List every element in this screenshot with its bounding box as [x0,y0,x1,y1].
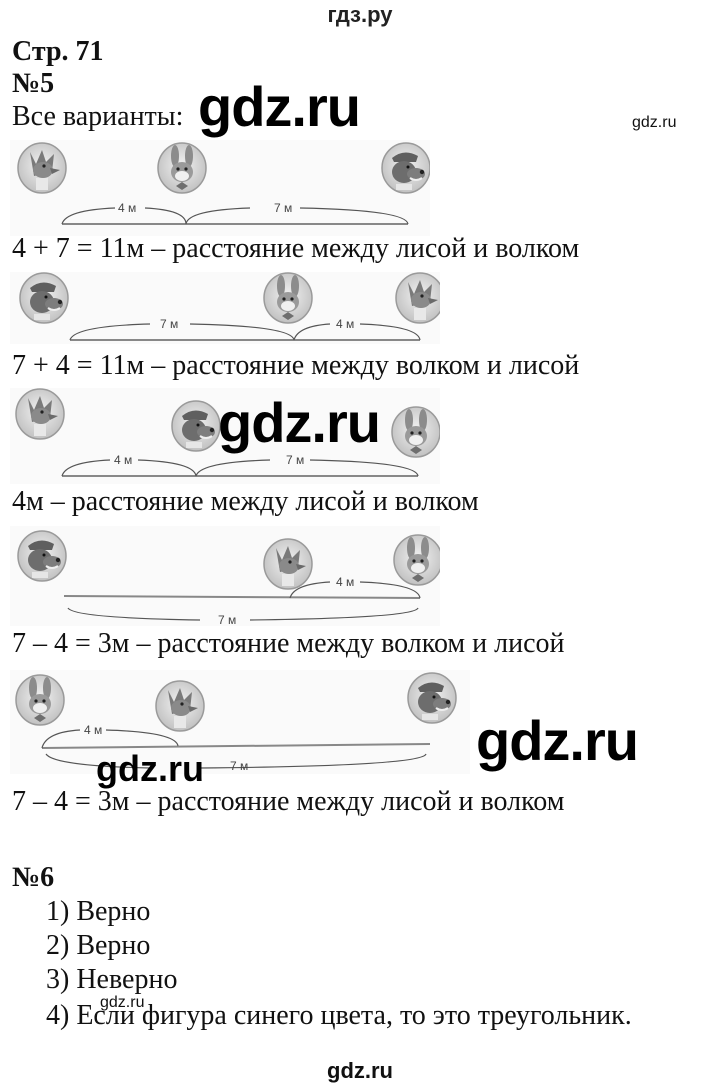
task-6-item-2: 2) Верно [46,930,151,961]
watermark: gdz.ru [96,748,204,789]
wolf-icon [17,530,67,582]
wolf-icon [407,672,457,724]
watermark: gdz.ru [476,709,639,772]
task-6-number: №6 [12,862,55,893]
fox-icon [17,142,67,194]
svg-text:4 м: 4 м [336,575,354,589]
watermark-small: gdz.ru [632,114,677,131]
fox-icon [15,388,65,440]
fox-icon [263,538,313,590]
hare-icon [15,674,65,726]
page-title: Стр. 71 [12,36,104,67]
variant-3-figure: 4 м 7 м [10,388,440,484]
hare-icon [157,142,207,194]
svg-text:4 м: 4 м [336,317,354,331]
variant-4-figure: 4 м 7 м [10,526,440,626]
hare-icon [393,534,440,586]
svg-text:4 м: 4 м [114,453,132,467]
task-6-item-3: 3) Неверно [46,964,178,995]
wolf-icon [381,142,430,194]
variant-2-answer: 7 + 4 = 11м – расстояние между волком и … [12,350,580,381]
hare-icon [391,406,440,458]
variant-2-figure: 7 м 4 м [10,272,440,344]
wolf-icon [19,272,69,324]
variant-3-answer: 4м – расстояние между лисой и волком [12,486,479,517]
svg-text:4 м: 4 м [118,201,136,215]
variant-4-answer: 7 – 4 = 3м – расстояние между волком и л… [12,628,565,659]
watermark-small: gdz.ru [100,994,145,1011]
variant-1-answer: 4 + 7 = 11м – расстояние между лисой и в… [12,233,580,264]
hare-icon [263,272,313,324]
fox-icon [155,680,205,732]
svg-text:7 м: 7 м [230,759,248,773]
variant-5-answer: 7 – 4 = 3м – расстояние между лисой и во… [12,786,565,817]
site-header: гдз.ру [327,2,393,27]
svg-text:7 м: 7 м [160,317,178,331]
svg-text:4 м: 4 м [84,723,102,737]
watermark: gdz.ru [218,391,381,454]
task-5-intro: Все варианты: [12,101,184,132]
footer-watermark: gdz.ru [327,1058,393,1083]
svg-text:7 м: 7 м [274,201,292,215]
task-6-item-1: 1) Верно [46,896,151,927]
variant-1-figure: 4 м 7 м [10,140,430,236]
variant-5-figure: 4 м 7 м [10,670,470,774]
wolf-icon [171,400,221,452]
task-5-number: №5 [12,68,55,99]
watermark: gdz.ru [198,75,361,138]
task-6-item-4: 4) Если фигура синего цвета, то это треу… [46,1000,632,1031]
fox-icon [395,272,440,324]
svg-text:7 м: 7 м [218,613,236,626]
svg-text:7 м: 7 м [286,453,304,467]
